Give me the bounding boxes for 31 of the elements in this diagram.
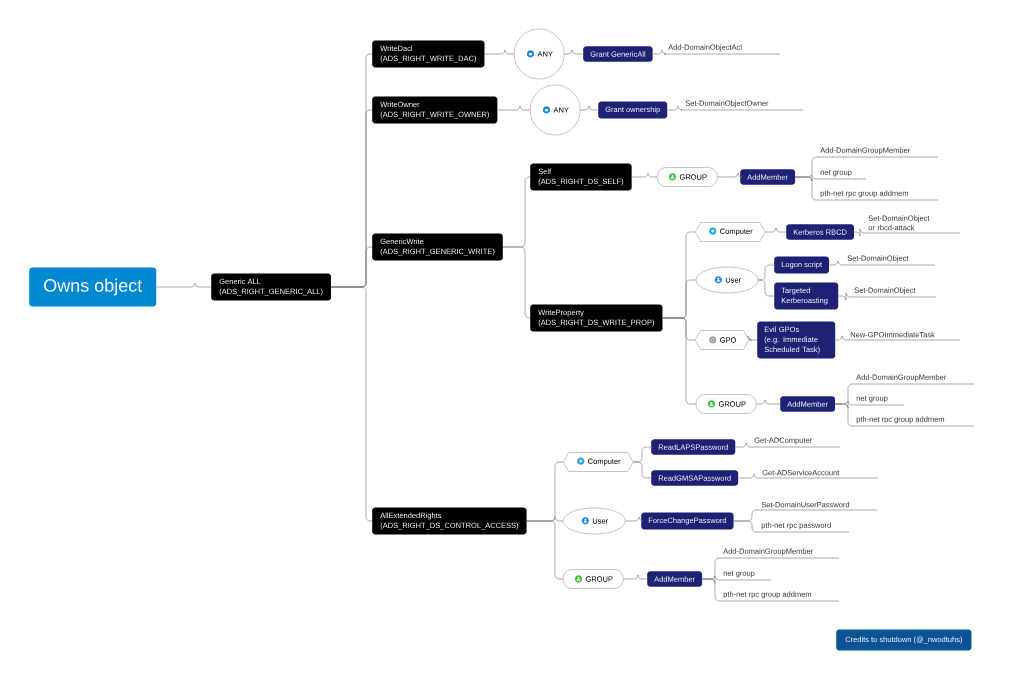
connector: [652, 49, 667, 55]
connector: [156, 282, 212, 288]
connector: [835, 335, 847, 341]
connector: [834, 403, 853, 427]
connector: [838, 292, 851, 301]
connector: [497, 105, 531, 111]
connector: [623, 574, 648, 580]
connector: [580, 105, 599, 111]
connector: [662, 317, 697, 405]
connector: [738, 473, 759, 479]
connector: [625, 516, 644, 522]
connector: [758, 279, 775, 297]
connector: [756, 399, 781, 405]
connector: [330, 286, 373, 522]
connector: [794, 176, 817, 201]
connector: [667, 105, 683, 111]
connector: [765, 227, 787, 233]
connector: [747, 335, 758, 341]
connector: [631, 172, 658, 178]
connector: [717, 172, 743, 178]
connector: [633, 461, 652, 479]
root-box: Owns object: [29, 267, 157, 307]
connector: [733, 520, 758, 533]
connector: [564, 49, 584, 55]
connector: [701, 578, 720, 602]
connector: [853, 228, 865, 237]
connector: [526, 520, 564, 580]
connector: [828, 260, 844, 266]
connector: [484, 49, 515, 55]
connector: [502, 246, 531, 319]
connector: [735, 442, 751, 448]
